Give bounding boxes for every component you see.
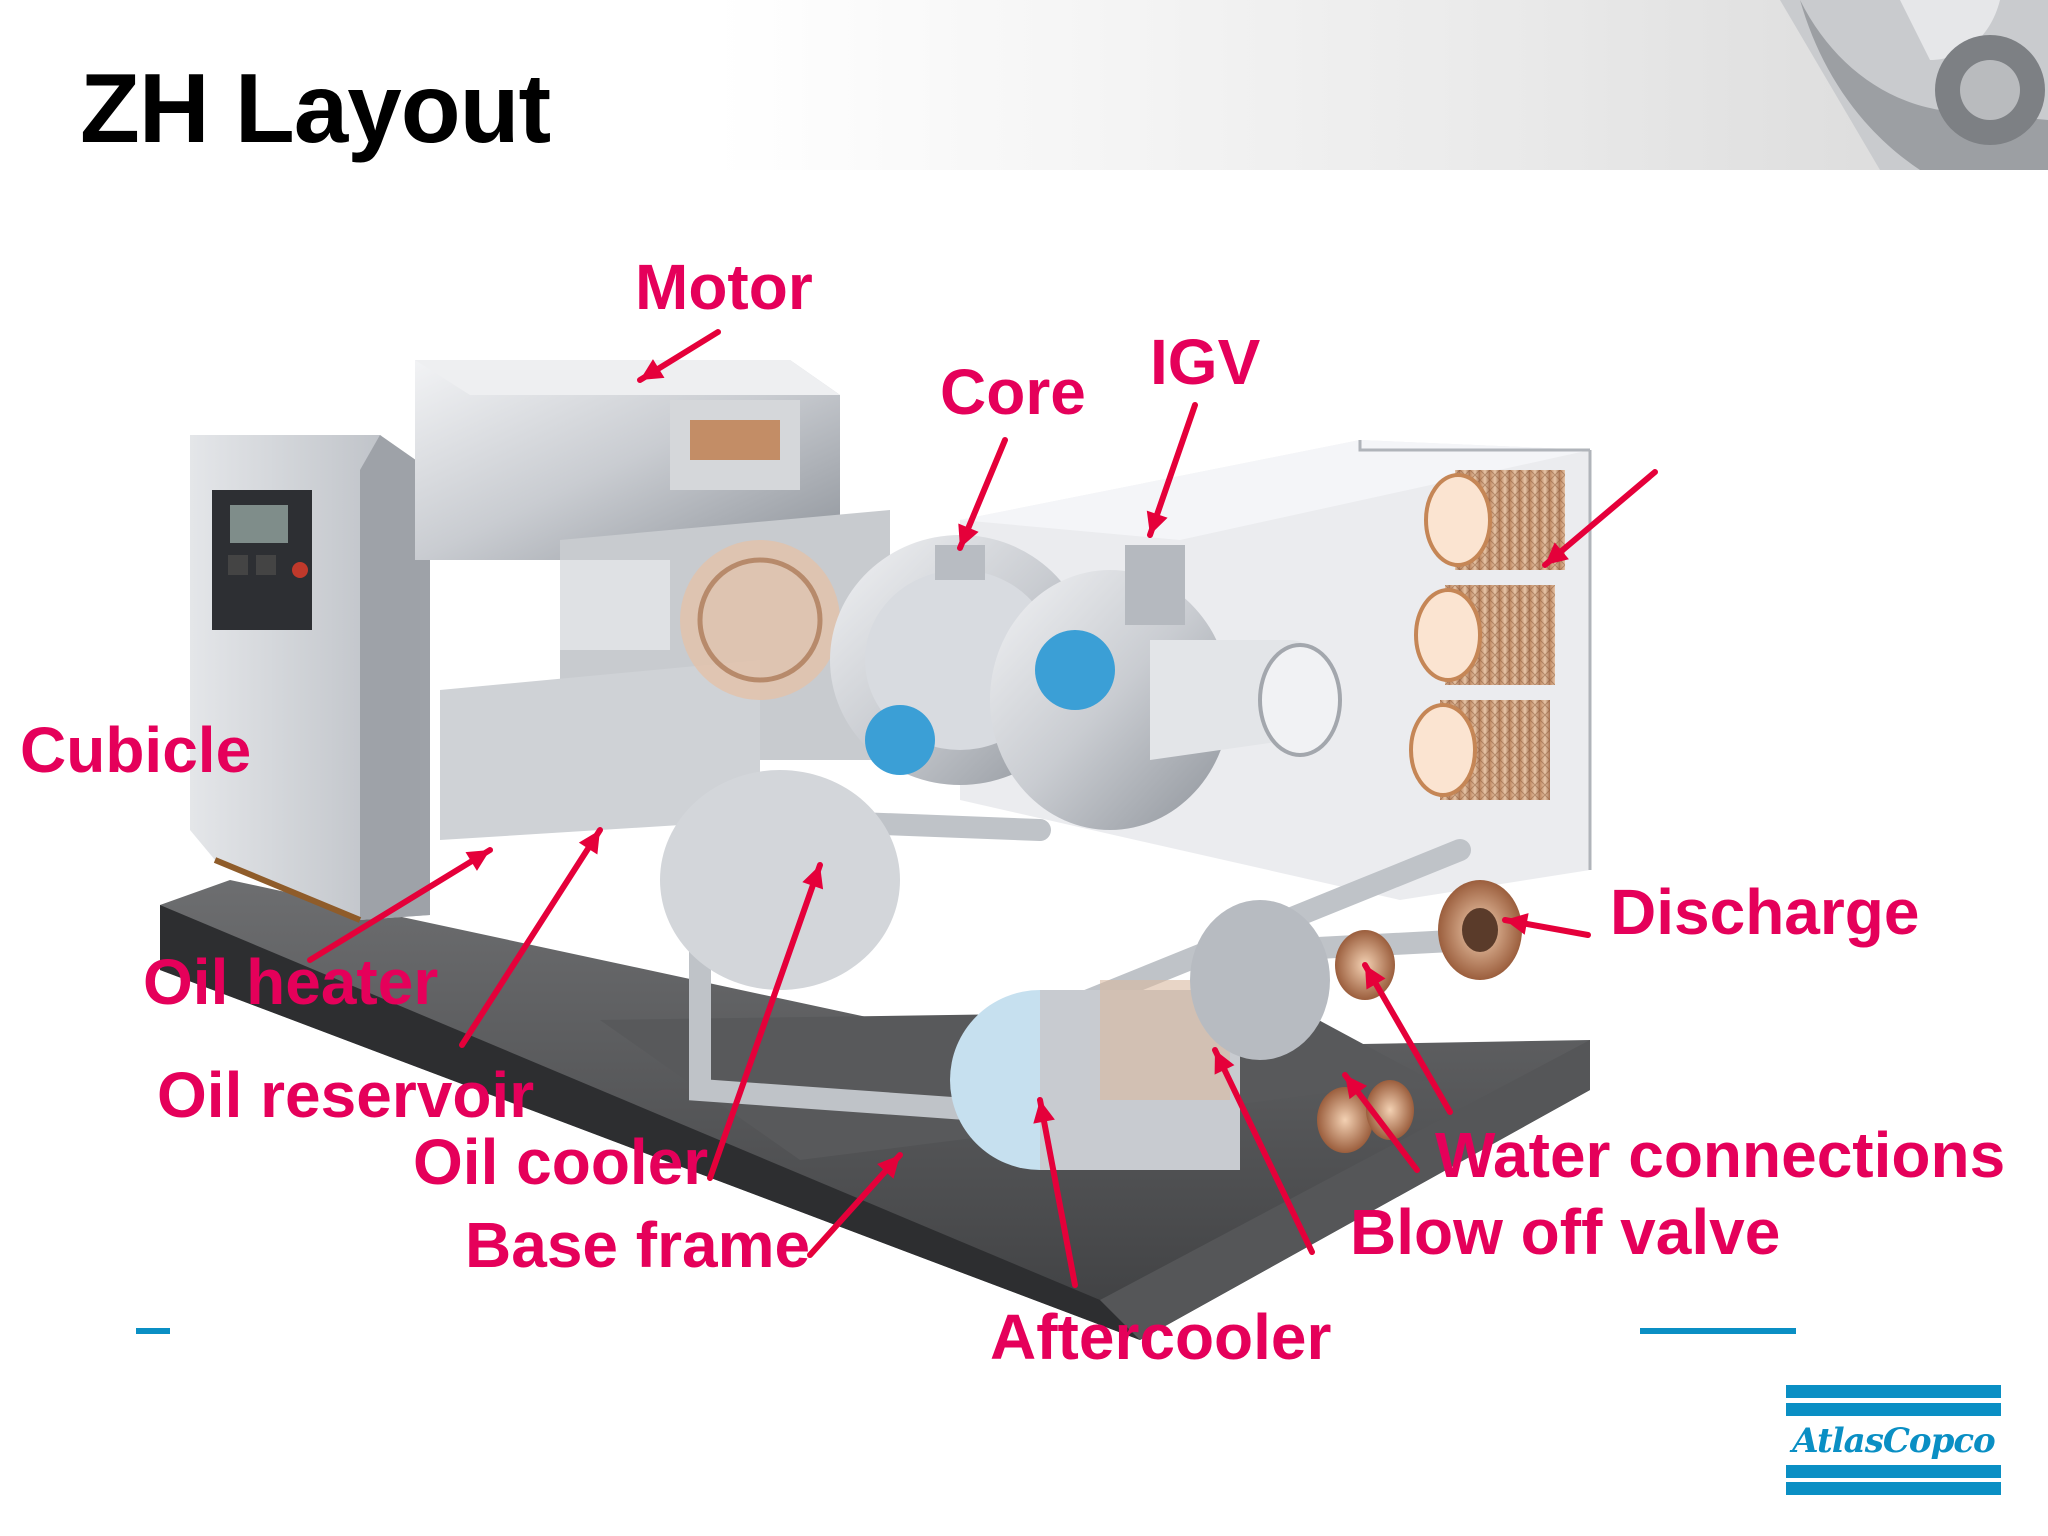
motor-shape xyxy=(415,360,890,840)
arrowhead-water-1 xyxy=(1365,965,1386,990)
label-oil-heater: Oil heater xyxy=(143,946,439,1018)
arrowhead-oil-reservoir xyxy=(578,830,600,855)
core-shape xyxy=(830,535,1342,830)
label-water-connections: Water connections xyxy=(1435,1119,2006,1191)
arrow-oil-heater xyxy=(307,847,493,963)
arrow-oil-reservoir xyxy=(459,827,603,1048)
label-cubicle: Cubicle xyxy=(20,714,252,786)
logo-bar-bottom xyxy=(1786,1482,2001,1495)
arrow-igv xyxy=(1147,402,1198,538)
arrowhead-igv xyxy=(1146,510,1168,535)
logo-bar-lower xyxy=(1786,1465,2001,1478)
header-decoration xyxy=(1780,0,2048,170)
accent-line-right xyxy=(1640,1328,1796,1334)
label-core: Core xyxy=(940,356,1086,428)
arrowhead-motor xyxy=(640,359,665,380)
logo-bar-upper xyxy=(1786,1403,2001,1416)
label-discharge: Discharge xyxy=(1610,876,1920,948)
arrowhead-base-frame xyxy=(877,1155,900,1179)
accent-line-left xyxy=(136,1328,170,1334)
callout-arrows xyxy=(307,329,1658,1288)
atlas-copco-logo: AtlasCopco xyxy=(1786,1385,2001,1495)
label-motor: Motor xyxy=(635,251,813,323)
arrow-base-frame xyxy=(807,1152,903,1258)
arrowhead-blow-off xyxy=(1214,1050,1235,1075)
label-oil-cooler: Oil cooler xyxy=(413,1126,709,1198)
arrowhead-discharge xyxy=(1505,913,1529,935)
aftercooler-shape xyxy=(660,770,1330,1170)
arrow-filter xyxy=(1542,469,1658,568)
slide-title: ZH Layout xyxy=(80,53,551,163)
label-aftercooler: Aftercooler xyxy=(990,1301,1332,1373)
arrow-aftercooler xyxy=(1037,1097,1078,1288)
arrowhead-aftercooler xyxy=(1033,1100,1055,1124)
arrow-water-1 xyxy=(1362,962,1453,1115)
label-blow-off-valve: Blow off valve xyxy=(1350,1196,1781,1268)
logo-text: AtlasCopco xyxy=(1792,1421,1995,1461)
flange-shape xyxy=(1317,880,1522,1153)
logo-bar-top xyxy=(1786,1385,2001,1398)
label-base-frame: Base frame xyxy=(465,1209,811,1281)
arrow-blow-off xyxy=(1212,1047,1315,1255)
label-oil-reservoir: Oil reservoir xyxy=(157,1059,535,1131)
arrowhead-water-2 xyxy=(1345,1075,1368,1100)
arrowhead-oil-cooler xyxy=(802,865,824,890)
arrowhead-core xyxy=(958,523,979,548)
arrow-oil-cooler xyxy=(707,862,823,1181)
arrowhead-filter xyxy=(1545,542,1569,565)
arrowhead-oil-heater xyxy=(465,850,490,871)
filter-shape xyxy=(1409,470,1565,800)
header-band xyxy=(0,0,2048,170)
label-igv: IGV xyxy=(1150,326,1261,398)
cubicle-shape xyxy=(190,435,430,923)
